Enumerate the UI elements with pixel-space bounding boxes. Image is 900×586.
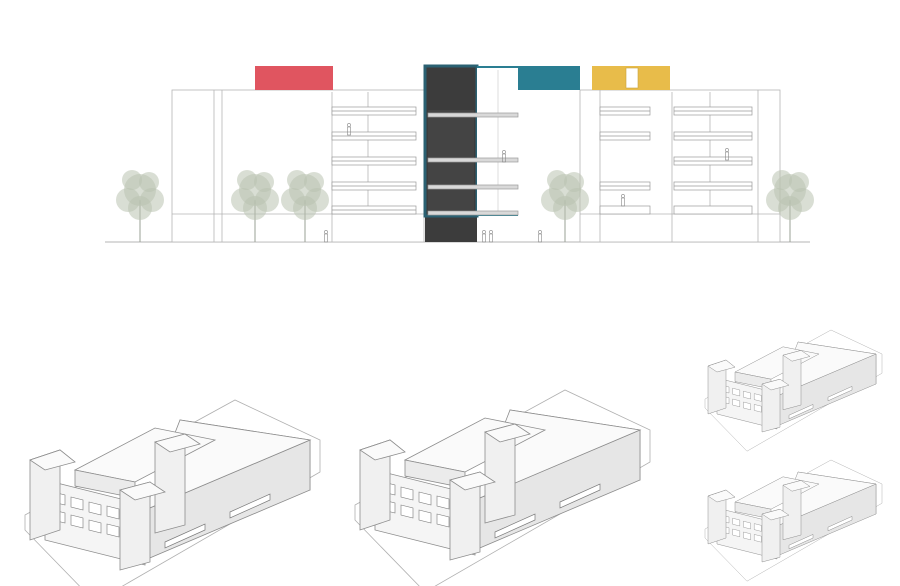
people [324, 123, 729, 243]
teal-frame [423, 64, 580, 218]
yellow-roof-volume [592, 66, 670, 90]
tree-icon [281, 170, 329, 242]
tree-icon [231, 170, 279, 242]
person-figure [725, 148, 729, 161]
tree-icon [766, 170, 814, 242]
person-figure [347, 123, 351, 136]
person-figure [489, 230, 493, 243]
red-roof-volume [255, 66, 333, 90]
person-figure [621, 194, 625, 207]
tree-icon [116, 170, 164, 242]
person-figure [538, 230, 542, 243]
building-block-large-center [354, 389, 651, 586]
axonometric-views [24, 329, 883, 586]
front-elevation [105, 64, 814, 243]
person-figure [482, 230, 486, 243]
building-block-large-left [24, 399, 321, 586]
person-figure [324, 230, 328, 243]
trees [116, 170, 814, 242]
walkways [427, 112, 519, 216]
building-block-small-bottom-right [704, 459, 883, 582]
person-figure [502, 150, 506, 163]
tree-icon [541, 170, 589, 242]
balconies-right [599, 106, 753, 215]
balconies-left [331, 106, 417, 215]
building-block-small-top-right [704, 329, 883, 452]
